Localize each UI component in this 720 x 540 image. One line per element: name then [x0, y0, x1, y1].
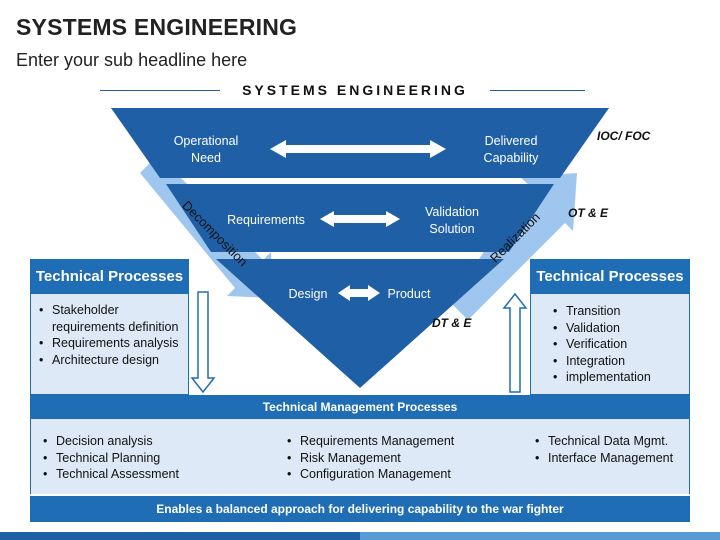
level-1-double-arrow — [270, 140, 446, 158]
list-item: Risk Management — [287, 450, 517, 467]
left-panel-list: Stakeholder requirements definition Requ… — [39, 302, 187, 368]
slide-title: SYSTEMS ENGINEERING — [16, 14, 298, 40]
management-title: Technical Management Processes — [30, 395, 690, 419]
ioc-foc-label: IOC/ FOC — [597, 129, 651, 143]
right-panel-list: Transition Validation Verification Integ… — [553, 303, 683, 386]
list-item: Transition — [553, 303, 683, 320]
level-3-band — [216, 259, 504, 388]
list-item: Stakeholder requirements definition — [39, 302, 187, 335]
list-item: Verification — [553, 336, 683, 353]
operational-need-label: Operational Need — [173, 134, 239, 165]
level-3-double-arrow — [338, 285, 380, 301]
delivered-capability-label: Delivered Capability — [483, 134, 539, 165]
list-item: Technical Data Mgmt. — [535, 433, 685, 450]
dt-e-label: DT & E — [432, 316, 472, 330]
management-column-2: Requirements Management Risk Management … — [287, 433, 517, 483]
bottom-bar-dark — [0, 532, 360, 540]
list-item: Requirements analysis — [39, 335, 187, 352]
validation-solution-label: Validation Solution — [425, 205, 479, 236]
right-panel-title: Technical Processes — [531, 260, 689, 294]
level-1-band — [111, 108, 609, 178]
management-column-1: Decision analysis Technical Planning Tec… — [43, 433, 263, 483]
requirements-label: Requirements — [227, 213, 305, 227]
left-down-arrow — [190, 291, 216, 394]
design-label: Design — [288, 287, 328, 301]
management-column-3: Technical Data Mgmt. Interface Managemen… — [535, 433, 685, 466]
right-technical-panel: Technical Processes Transition Validatio… — [530, 259, 690, 395]
product-label: Product — [387, 287, 431, 301]
list-item: Integration — [553, 353, 683, 370]
left-technical-panel: Technical Processes Stakeholder requirem… — [30, 259, 189, 395]
list-item: Interface Management — [535, 450, 685, 467]
list-item: Technical Planning — [43, 450, 263, 467]
level-2-double-arrow — [320, 211, 400, 227]
list-item: implementation — [553, 369, 683, 386]
slide-subtitle: Enter your sub headline here — [16, 50, 248, 70]
list-item: Technical Assessment — [43, 466, 263, 483]
footer-banner: Enables a balanced approach for deliveri… — [30, 496, 690, 522]
list-item: Architecture design — [39, 352, 187, 369]
diagram-heading: SYSTEMS ENGINEERING — [242, 82, 468, 98]
bottom-bar-light — [360, 532, 720, 540]
heading-rule-right — [490, 90, 585, 91]
realization-arrow — [450, 173, 577, 320]
management-body: Decision analysis Technical Planning Tec… — [30, 419, 690, 494]
left-panel-title: Technical Processes — [31, 260, 188, 294]
right-up-arrow — [502, 292, 528, 393]
list-item: Decision analysis — [43, 433, 263, 450]
list-item: Requirements Management — [287, 433, 517, 450]
list-item: Configuration Management — [287, 466, 517, 483]
ot-e-label: OT & E — [568, 206, 609, 220]
heading-rule-left — [100, 90, 220, 91]
list-item: Validation — [553, 320, 683, 337]
